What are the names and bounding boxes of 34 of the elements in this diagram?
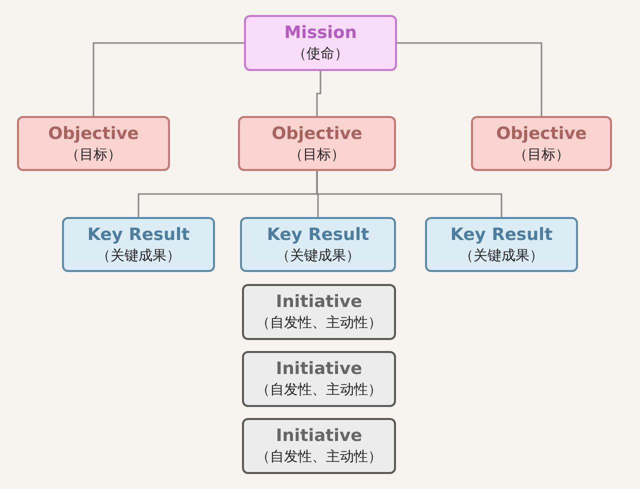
node-subtitle: （目标） <box>514 146 570 164</box>
node-title: Key Result <box>87 224 190 246</box>
key-result-box <box>240 217 396 272</box>
node-subtitle: （自发性、主动性） <box>256 314 382 333</box>
initiative-box <box>242 284 396 340</box>
node-subtitle: （关键成果） <box>96 246 180 266</box>
node-title: Mission <box>284 22 357 44</box>
node-title: Initiative <box>276 291 362 313</box>
connector-line <box>316 71 322 116</box>
connector-line <box>92 42 244 116</box>
key-result-box <box>425 217 578 272</box>
initiative-box <box>242 351 396 407</box>
key-result-box <box>62 217 215 272</box>
connector-line <box>397 42 542 116</box>
node-subtitle: （自发性、主动性） <box>256 448 382 467</box>
node-title: Initiative <box>276 358 362 380</box>
node-title: Key Result <box>450 224 553 246</box>
node-title: Objective <box>48 122 139 144</box>
node-title: Objective <box>496 122 587 144</box>
connector-line <box>316 171 502 217</box>
node-subtitle: （关键成果） <box>460 246 544 266</box>
node-subtitle: （目标） <box>66 146 122 164</box>
objective-box <box>17 116 170 171</box>
node-subtitle: （关键成果） <box>276 246 360 266</box>
mission-box <box>244 15 397 71</box>
objective-box <box>238 116 396 171</box>
node-title: Initiative <box>276 425 362 447</box>
node-title: Key Result <box>266 224 370 246</box>
node-subtitle: （自发性、主动性） <box>256 381 382 400</box>
objective-box <box>471 116 612 171</box>
initiative-box <box>242 418 396 474</box>
node-subtitle: （目标） <box>289 146 345 164</box>
node-title: Objective <box>272 122 362 144</box>
node-subtitle: （使命） <box>292 45 348 64</box>
